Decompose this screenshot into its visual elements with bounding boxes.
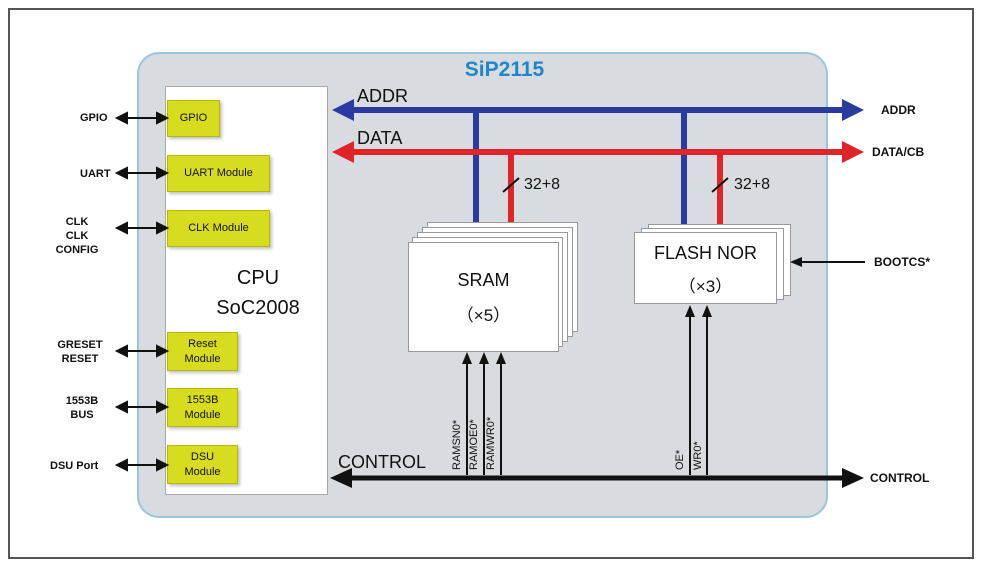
flash-signal-label: WR0*: [692, 441, 704, 470]
sram-signal-label: RAMOE0*: [468, 419, 480, 470]
ext-clk-label-2: CLK CONFIG: [55, 230, 99, 256]
sip-title: SiP2115: [464, 58, 545, 81]
cpu-label: CPU SoC2008: [208, 263, 308, 323]
sram-signal-label: RAMSN0*: [451, 419, 463, 470]
dsu-module-label-2: Module: [184, 465, 221, 478]
clk-module-label: CLK Module: [188, 222, 249, 234]
ext-1553b-label: 1553B BUS: [62, 394, 102, 422]
ext-greset-label: GRESET RESET: [54, 338, 106, 366]
bootcs-label: BOOTCS*: [874, 255, 931, 269]
cpu-label-line1: CPU: [236, 267, 280, 289]
ext-clk-label: CLK CLK CONFIG: [44, 215, 110, 257]
reset-module-label-2: Module: [184, 352, 221, 365]
ext-clk-label-1: CLK: [65, 216, 89, 228]
control-external-label: CONTROL: [870, 471, 930, 485]
dsu-module: DSU Module: [167, 445, 238, 484]
clk-module: CLK Module: [167, 210, 270, 247]
ext-uart-label: UART: [80, 168, 111, 180]
addr-external-label: ADDR: [881, 103, 916, 117]
flash-title: FLASH NOR: [653, 243, 758, 263]
gpio-module-label: GPIO: [179, 112, 208, 124]
sram-count: （×5）: [456, 306, 511, 325]
ext-1553b-label-2: BUS: [70, 409, 94, 421]
left-io-arrows: [114, 111, 170, 472]
control-internal-label: CONTROL: [338, 452, 427, 472]
bootcs-arrow: [790, 257, 865, 267]
data-internal-label: DATA: [357, 128, 403, 148]
reset-module: Reset Module: [167, 332, 238, 371]
addr-bus: [332, 99, 864, 224]
ext-1553b-label-1: 1553B: [65, 395, 99, 407]
ext-greset-label-2: RESET: [61, 353, 99, 365]
sram-signal-label: RAMWR0*: [485, 416, 497, 470]
1553b-module-label-1: 1553B: [186, 393, 219, 406]
1553b-module-label-2: Module: [184, 408, 221, 421]
flash-width-label: 32+8: [734, 176, 771, 193]
cpu-label-line2: SoC2008: [216, 297, 300, 319]
reset-module-label-1: Reset: [188, 337, 217, 350]
data-external-label: DATA/CB: [872, 145, 925, 159]
ext-gpio-label: GPIO: [80, 112, 108, 124]
data-bus: [332, 141, 864, 224]
control-bus: [330, 305, 864, 488]
addr-internal-label: ADDR: [357, 86, 409, 106]
uart-module-label: UART Module: [184, 167, 253, 179]
sram-width-label: 32+8: [524, 176, 561, 193]
uart-module: UART Module: [167, 155, 270, 192]
flash-block: [634, 232, 777, 304]
flash-signal-label: OE*: [674, 449, 686, 470]
dsu-module-label-1: DSU: [190, 450, 215, 463]
sram-block: [408, 242, 559, 352]
sram-title: SRAM: [457, 270, 510, 290]
1553b-module: 1553B Module: [167, 388, 238, 427]
flash-count: （×3）: [678, 277, 733, 296]
ext-greset-label-1: GRESET: [57, 339, 103, 351]
gpio-module: GPIO: [167, 100, 220, 137]
ext-dsu-label: DSU Port: [50, 460, 99, 472]
